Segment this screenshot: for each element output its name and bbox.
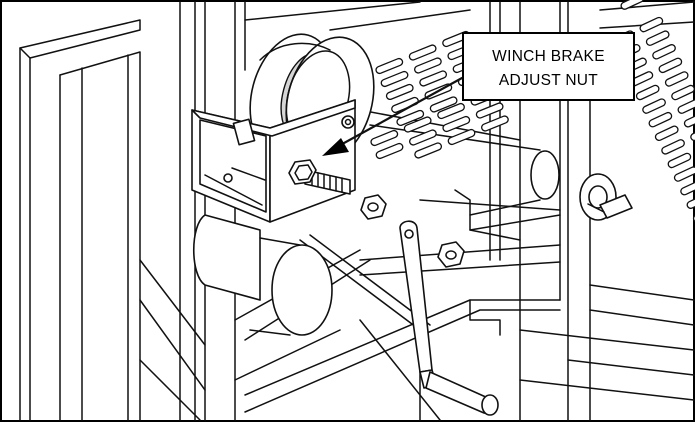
winch-bracket xyxy=(191,99,356,223)
callout-arrow xyxy=(322,76,464,156)
right-bearing xyxy=(530,150,633,221)
rear-cylinder xyxy=(192,214,333,336)
callout-line-2: ADJUST NUT xyxy=(499,72,598,89)
brake-adjust-bolt xyxy=(288,159,351,195)
callout-line-1: WINCH BRAKE xyxy=(492,48,605,65)
callout-label: WINCH BRAKE ADJUST NUT xyxy=(462,32,635,101)
loose-nut-2 xyxy=(437,241,465,268)
loose-nut-1 xyxy=(360,194,387,220)
winch-crank-handle xyxy=(399,220,499,416)
